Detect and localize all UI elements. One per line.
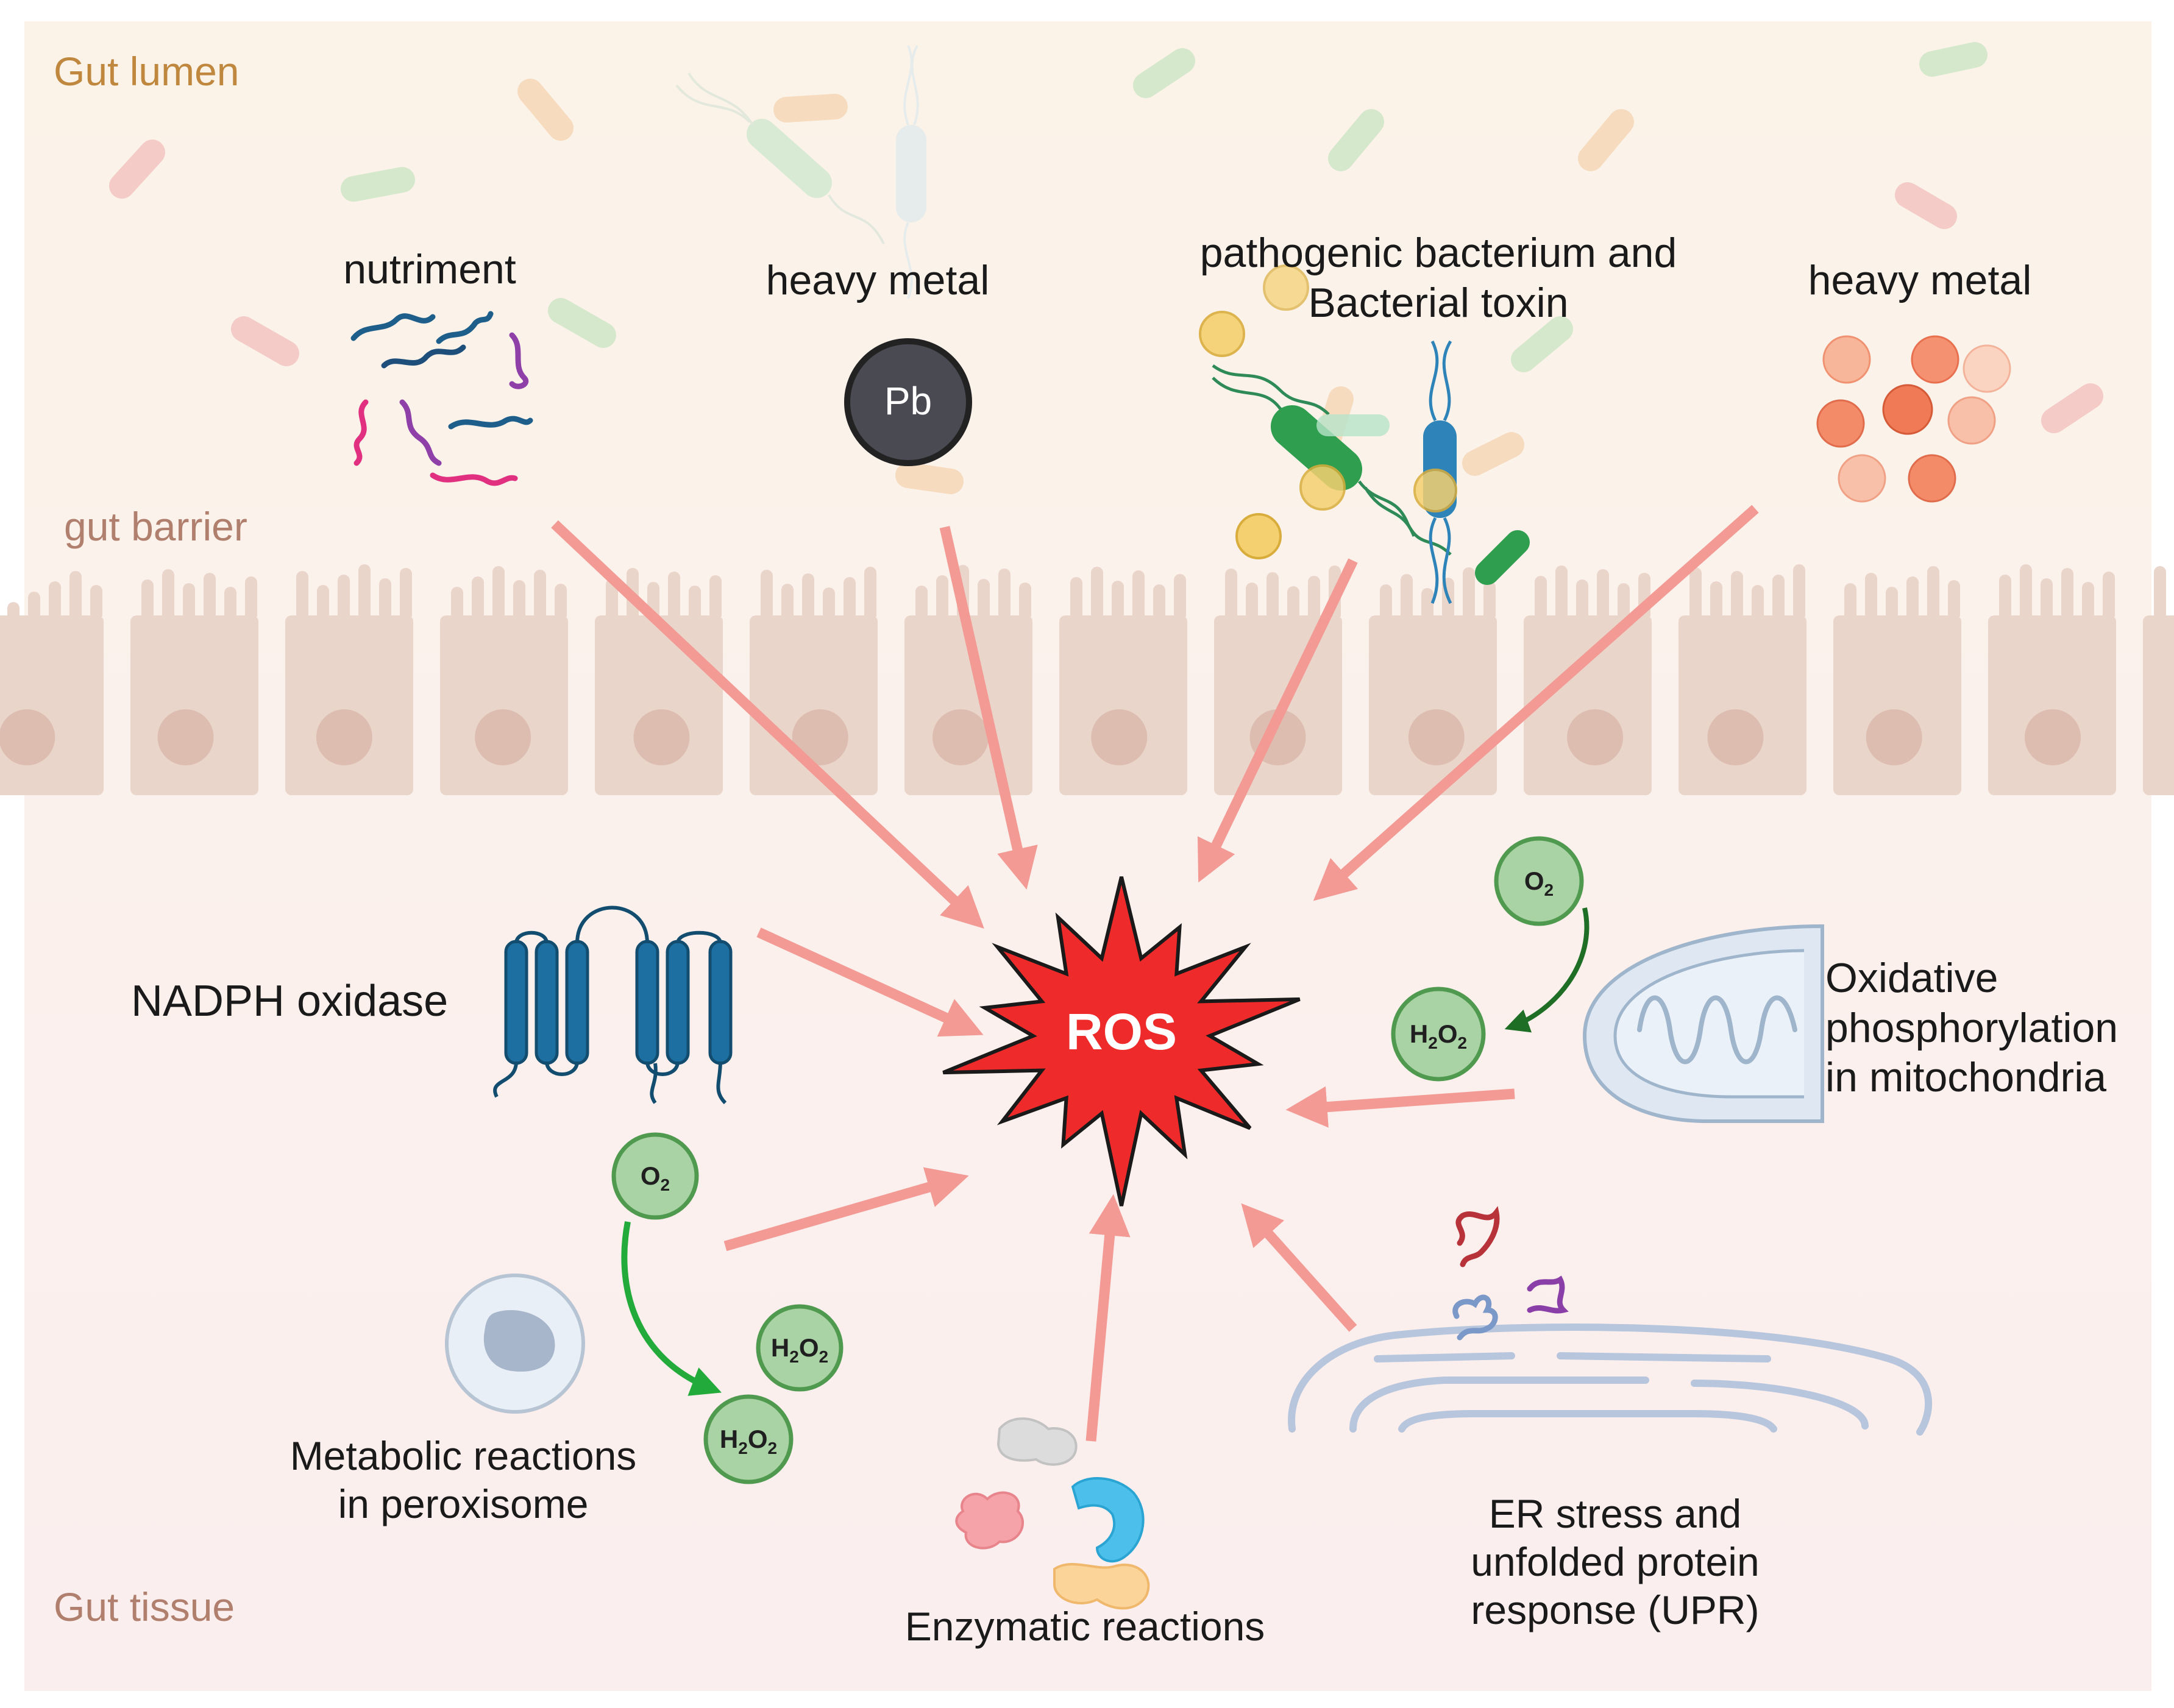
cell-nucleus (2025, 709, 2081, 765)
faint-flagellated-bacteria (675, 45, 926, 299)
microvilli (1689, 564, 1805, 617)
perox-label-line2: in peroxisome (338, 1481, 589, 1527)
epithelial-cell (1369, 615, 1497, 795)
epithelial-cell (1059, 615, 1187, 795)
epithelial-cell (1988, 615, 2116, 795)
cell-nucleus (0, 709, 55, 765)
epithelial-cell (1833, 615, 1961, 795)
cell-nucleus (633, 709, 690, 765)
background (24, 21, 2151, 1691)
svg-text:O2: O2 (1524, 866, 1554, 899)
epithelial-cell (2143, 615, 2174, 795)
microvilli (141, 569, 257, 617)
cell-nucleus (1408, 709, 1465, 765)
perox-label-line1: Metabolic reactions (290, 1433, 637, 1478)
pathogen-label-line2: Bacterial toxin (1308, 279, 1569, 326)
microvilli (1070, 567, 1186, 617)
enzyme-icons (955, 1417, 1150, 1610)
svg-text:H2O2: H2O2 (1410, 1019, 1467, 1052)
cell-nucleus (1567, 709, 1624, 765)
ros-star: ROS (942, 876, 1301, 1207)
heavy-metal-left-label: heavy metal (766, 257, 990, 303)
svg-text:H2O2: H2O2 (720, 1425, 777, 1458)
cell-nucleus (157, 709, 214, 765)
microvilli (1844, 566, 1960, 617)
ros-label: ROS (1066, 1003, 1177, 1060)
lead-pb-icon (844, 338, 972, 466)
epithelial-cell-layer (0, 564, 2174, 795)
microvilli (1999, 564, 2115, 617)
er-label-line2: unfolded protein (1471, 1539, 1760, 1585)
er-label-line3: response (UPR) (1471, 1587, 1760, 1633)
peroxisome-label: Metabolic reactions in peroxisome (232, 1432, 695, 1528)
cell-nucleus (932, 709, 989, 765)
nadph-oxidase-label: NADPH oxidase (131, 977, 449, 1026)
cell-nucleus (1707, 709, 1764, 765)
epithelial-cell (130, 615, 258, 795)
svg-text:H2O2: H2O2 (771, 1333, 828, 1366)
microvilli (1225, 565, 1341, 617)
molecule-h2o2-mito: H2O2 (1391, 987, 1486, 1082)
pb-symbol: Pb (884, 379, 932, 423)
gut-barrier-label: gut barrier (64, 504, 247, 549)
molecule-o2-perox: O2 (611, 1132, 699, 1220)
cell-nucleus (1091, 709, 1148, 765)
gut-tissue-label: Gut tissue (54, 1584, 235, 1629)
epithelial-cell (1524, 615, 1652, 795)
mitochondria-label: Oxidative phosphorylation in mitochondri… (1825, 954, 2118, 1103)
heavy-metal-right-label: heavy metal (1808, 257, 2032, 303)
mito-label-line3: in mitochondria (1825, 1054, 2107, 1101)
enzymatic-reactions-label: Enzymatic reactions (904, 1604, 1265, 1649)
nutriment-icon (350, 311, 533, 486)
o2-to-h2o2-arrow-peroxisome (621, 1221, 722, 1396)
microvilli (7, 571, 102, 617)
epithelial-cell (750, 615, 878, 795)
nadph-oxidase-icon (493, 905, 733, 1105)
molecule-h2o2-perox-b: H2O2 (703, 1394, 794, 1484)
misfolded-proteins (1452, 1206, 1569, 1341)
mitochondrion-icon (1582, 924, 1824, 1123)
microvilli (296, 564, 412, 617)
microvilli (915, 565, 1031, 617)
nutriment-label: nutriment (343, 246, 516, 292)
arrows-to-ros (551, 505, 1759, 1442)
o2-to-h2o2-arrow-mitochondria (1504, 907, 1590, 1033)
epithelial-cell (440, 615, 568, 795)
background-bacteria (109, 42, 2103, 494)
microvilli (451, 566, 567, 617)
gut-lumen-label: Gut lumen (54, 49, 240, 94)
molecule-h2o2-perox-a: H2O2 (756, 1304, 844, 1392)
molecule-o2-mito: O2 (1494, 836, 1584, 926)
microvilli (761, 567, 876, 617)
pathogen-label-line1: pathogenic bacterium and (1199, 230, 1677, 276)
epithelial-cell (1678, 615, 1806, 795)
peroxisome-icon (445, 1274, 585, 1414)
cell-nucleus (1866, 709, 1922, 765)
er-stress-label: ER stress and unfolded protein response … (1402, 1490, 1828, 1635)
microvilli (1380, 567, 1496, 617)
microvilli (1535, 565, 1650, 617)
cell-nucleus (475, 709, 531, 765)
svg-text:O2: O2 (641, 1161, 670, 1194)
cell-nucleus (316, 709, 372, 765)
epithelial-cell (0, 615, 104, 795)
epithelial-cell (285, 615, 413, 795)
heavy-metal-particles (1816, 335, 2011, 503)
mito-label-line1: Oxidative (1825, 955, 1998, 1001)
er-icon (1288, 1324, 1932, 1436)
cell-nucleus (792, 709, 848, 765)
pathogen-icon (1199, 264, 1530, 604)
epithelial-cell (595, 615, 723, 795)
pathogen-label: pathogenic bacterium and Bacterial toxin (1128, 229, 1749, 328)
mito-label-line2: phosphorylation (1825, 1004, 2119, 1051)
er-label-line1: ER stress and (1488, 1491, 1742, 1536)
microvilli (2154, 566, 2166, 617)
